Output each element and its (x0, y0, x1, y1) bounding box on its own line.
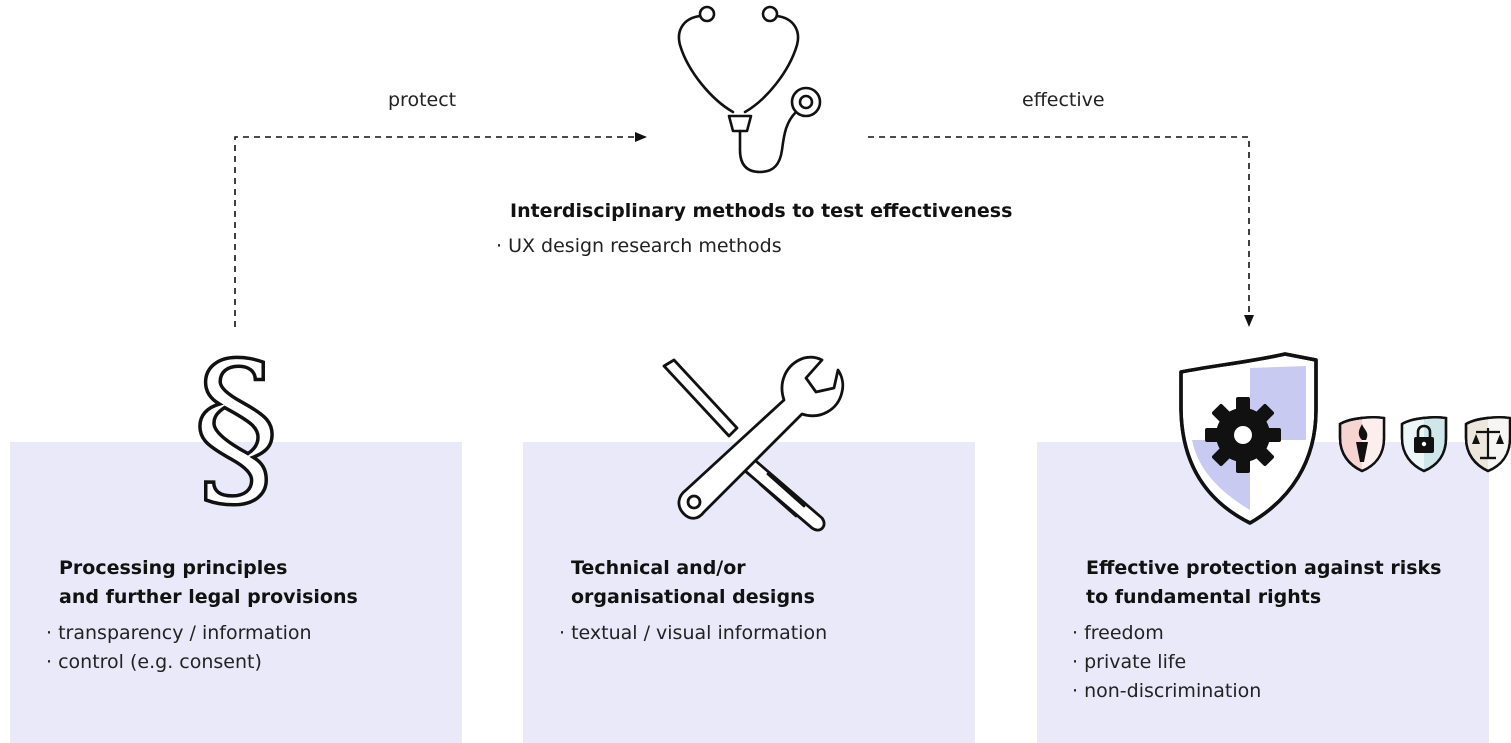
middle-bullet: textual / visual information (559, 619, 827, 648)
right-bullet: private life (1072, 648, 1261, 677)
middle-title-line: organisational designs (571, 586, 815, 608)
middle-bullets: textual / visual information (559, 619, 827, 648)
right-bullet: freedom (1072, 619, 1261, 648)
top-bullets: UX design research methods (496, 232, 782, 261)
panel-technical-designs (523, 442, 975, 743)
left-title: Processing principles and further legal … (59, 554, 358, 612)
right-title-line: Effective protection against risks (1086, 557, 1442, 579)
stethoscope-icon (677, 5, 822, 174)
tools-icon (662, 355, 845, 532)
effective-label: effective (1022, 89, 1105, 111)
top-bullet: UX design research methods (496, 232, 782, 261)
protect-label: protect (388, 89, 457, 111)
top-title: Interdisciplinary methods to test effect… (510, 200, 1013, 222)
lock-shield-icon (1400, 416, 1448, 473)
right-bullets: freedom private life non-discrimination (1072, 619, 1261, 706)
effective-arrow (868, 136, 1254, 327)
right-title-line: to fundamental rights (1086, 586, 1322, 608)
section-sign-icon: § (192, 325, 280, 530)
left-bullet: control (e.g. consent) (46, 648, 312, 677)
panel-legal-provisions (10, 442, 462, 743)
shield-gear-icon (1179, 352, 1318, 525)
right-bullet: non-discrimination (1072, 677, 1261, 706)
middle-title: Technical and/or organisational designs (571, 554, 815, 612)
left-title-line: and further legal provisions (59, 586, 358, 608)
protect-arrow (234, 132, 647, 327)
scales-shield-icon (1464, 416, 1511, 473)
middle-title-line: Technical and/or (571, 557, 746, 579)
left-bullets: transparency / information control (e.g.… (46, 619, 312, 677)
left-bullet: transparency / information (46, 619, 312, 648)
torch-shield-icon (1338, 416, 1386, 473)
left-title-line: Processing principles (59, 557, 288, 579)
right-title: Effective protection against risks to fu… (1086, 554, 1441, 612)
